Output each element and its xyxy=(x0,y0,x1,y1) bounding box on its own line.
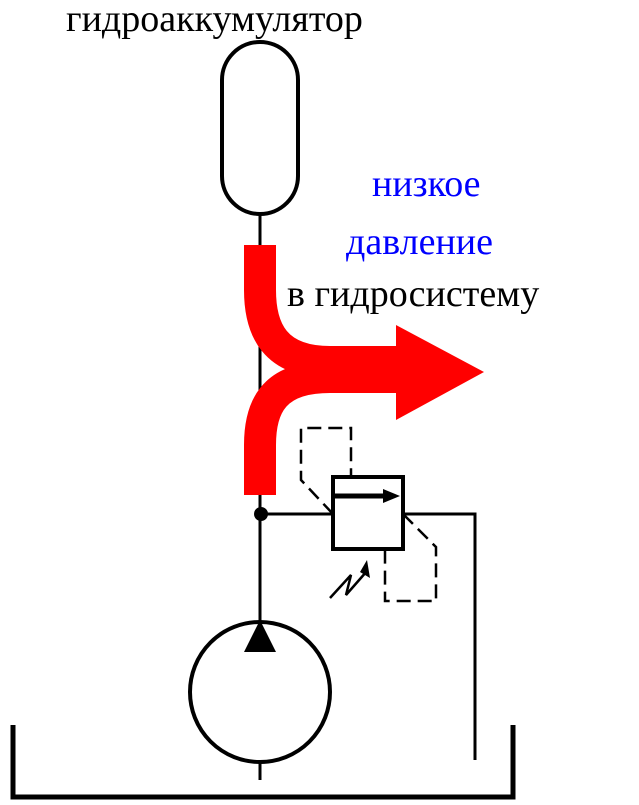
spring-adjust-icon xyxy=(329,560,370,599)
to-hydraulic-system-label: в гидросистему xyxy=(287,273,540,315)
return-line xyxy=(403,512,477,760)
pilot-line-upper xyxy=(299,426,353,515)
pump-symbol xyxy=(188,620,332,780)
low-pressure-label-line1: низкое xyxy=(372,163,481,205)
accumulator-symbol xyxy=(220,40,300,216)
accumulator-label: гидроаккумулятор xyxy=(66,0,363,40)
relief-valve-symbol xyxy=(331,475,405,551)
low-pressure-label-line2: давление xyxy=(346,221,494,263)
flow-arrow xyxy=(244,245,484,495)
tank-symbol xyxy=(10,725,516,800)
drain-line-lower xyxy=(383,513,438,603)
